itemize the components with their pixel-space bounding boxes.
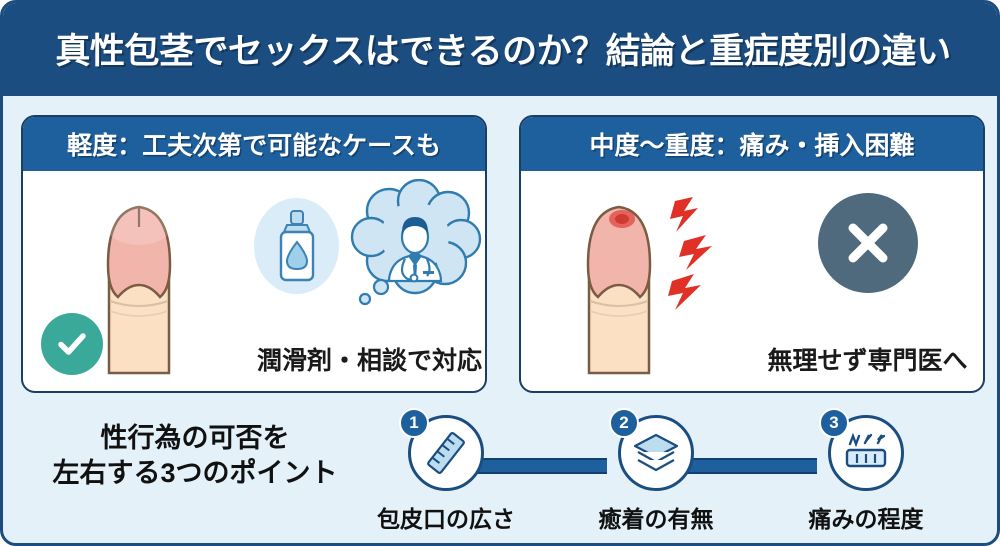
card-severe-header-label: 中度〜重度：痛み・挿入困難 bbox=[589, 132, 915, 160]
ruler-icon bbox=[427, 432, 465, 474]
thought-cloud-glyph-icon bbox=[350, 178, 482, 306]
key-point-3-label: 痛みの程度 bbox=[808, 506, 924, 532]
bottle-glyph-icon bbox=[279, 209, 314, 281]
penis-normal-icon bbox=[102, 197, 175, 375]
key-points-section: 性行為の可否を 左右する3つのポイント 1 包皮口の広さ bbox=[3, 401, 997, 543]
card-severe-body: 無理せず専門医へ bbox=[521, 171, 983, 391]
card-severe-caption: 無理せず専門医へ bbox=[767, 347, 968, 375]
card-mild-caption: 潤滑剤・相談で対応 bbox=[256, 347, 482, 375]
pain-lightning-icon bbox=[667, 197, 712, 310]
check-circle-icon bbox=[41, 313, 103, 375]
card-severe-header: 中度〜重度：痛み・挿入困難 bbox=[521, 117, 983, 171]
step-connector-1-2 bbox=[447, 458, 607, 474]
key-points-steps: 1 包皮口の広さ 2 bbox=[363, 401, 991, 543]
key-point-3-number: 3 bbox=[819, 408, 849, 438]
card-mild-header: 軽度：工夫次第で可能なケースも bbox=[23, 117, 485, 171]
x-circle-icon bbox=[817, 193, 918, 293]
layers-icon bbox=[633, 433, 679, 472]
x-glyph-icon bbox=[848, 223, 887, 263]
lubricant-bottle-icon bbox=[254, 197, 339, 294]
key-point-1-number: 1 bbox=[399, 408, 429, 438]
pain-scale-icon bbox=[845, 432, 887, 468]
title-bar: 真性包茎でセックスはできるのか？結論と重症度別の違い bbox=[3, 3, 997, 96]
card-mild: 軽度：工夫次第で可能なケースも bbox=[21, 115, 487, 393]
step-connector-2-3 bbox=[657, 458, 817, 474]
key-point-2-label: 癒着の有無 bbox=[598, 506, 714, 532]
key-point-3-circle: 3 bbox=[819, 408, 904, 491]
key-points-title-line2: 左右する3つのポイント bbox=[52, 457, 338, 488]
doctor-figure-icon bbox=[387, 217, 443, 283]
key-point-3: 3 痛みの程度 bbox=[783, 408, 949, 534]
key-point-2-circle: 2 bbox=[609, 408, 694, 491]
key-points-title-line1: 性行為の可否を bbox=[100, 423, 290, 453]
card-mild-body: 潤滑剤・相談で対応 bbox=[23, 171, 485, 391]
card-mild-anatomy-pane bbox=[23, 171, 254, 391]
x-icon-wrap bbox=[752, 193, 983, 293]
card-mild-icon-row bbox=[254, 178, 485, 312]
card-severe-advice-pane: 無理せず専門医へ bbox=[752, 171, 983, 391]
penis-pain-icon bbox=[586, 197, 712, 375]
card-severe-anatomy-pane bbox=[521, 171, 752, 391]
check-glyph-icon bbox=[58, 333, 86, 355]
card-mild-advice-pane: 潤滑剤・相談で対応 bbox=[254, 171, 485, 391]
key-points-title: 性行為の可否を 左右する3つのポイント bbox=[37, 421, 353, 490]
key-point-1-circle: 1 bbox=[399, 408, 484, 491]
page-title: 真性包茎でセックスはできるのか？結論と重症度別の違い bbox=[55, 31, 951, 71]
card-mild-header-label: 軽度：工夫次第で可能なケースも bbox=[67, 132, 441, 160]
key-point-1: 1 包皮口の広さ bbox=[363, 408, 529, 534]
doctor-thought-bubble-icon bbox=[345, 178, 485, 312]
key-point-1-label: 包皮口の広さ bbox=[377, 506, 515, 532]
card-severe: 中度〜重度：痛み・挿入困難 bbox=[519, 115, 985, 393]
key-point-2: 2 癒着の有無 bbox=[573, 408, 739, 534]
key-point-2-number: 2 bbox=[609, 408, 639, 438]
